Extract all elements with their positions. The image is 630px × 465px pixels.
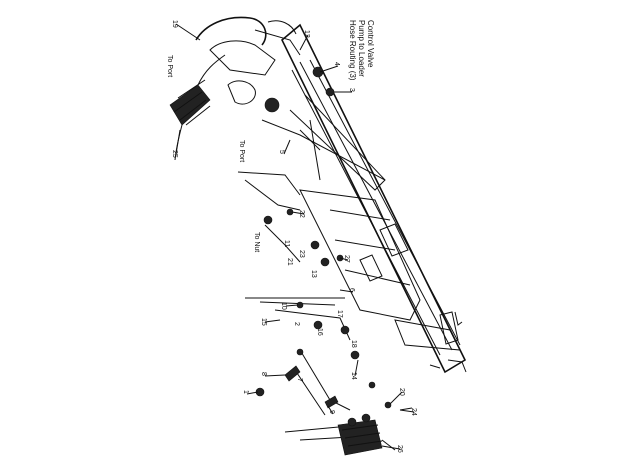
fitting-icon: [324, 395, 339, 409]
leader-lines: [175, 23, 415, 450]
fitting-icon: [320, 257, 330, 267]
callout-18: 18: [350, 340, 357, 348]
right-details: [399, 311, 467, 411]
fitting-icon: [310, 240, 320, 250]
callout-7: 7: [296, 378, 303, 382]
fitting-icon: [313, 320, 323, 330]
fitting-icon: [263, 215, 273, 225]
caption: Hose Routing (3) Pump to Loader Control …: [348, 20, 375, 81]
pump-cylinder: [169, 54, 226, 161]
callout-13: 13: [310, 270, 317, 278]
callout-5: 5: [278, 150, 285, 154]
pump-assembly: [195, 16, 335, 113]
fitting-icon: [312, 66, 324, 78]
callout-27: 27: [343, 255, 350, 263]
callout-17: 17: [336, 310, 343, 318]
callout-11: 11: [283, 240, 290, 247]
caption-line-3: Control Valve: [366, 20, 375, 68]
callout-6: 6: [348, 288, 355, 292]
callout-21: 21: [286, 258, 293, 266]
fitting-icon: [264, 97, 280, 113]
fitting-icon: [347, 417, 357, 427]
callout-25: 25: [171, 150, 178, 158]
control-valve: [337, 413, 396, 456]
callout-2: 2: [293, 322, 300, 326]
callout-16: 16: [316, 328, 323, 336]
fitting-icon: [296, 348, 304, 356]
fitting-icon: [340, 325, 350, 335]
fitting-icon: [284, 365, 301, 382]
fitting-icon: [368, 381, 376, 389]
callout-1: 1: [242, 390, 249, 394]
label-port-lower: To Port: [238, 140, 245, 162]
fitting-icon: [384, 401, 392, 409]
fitting-icon: [350, 350, 360, 360]
callout-10: 10: [280, 302, 287, 310]
caption-line-2: Pump to Loader: [357, 20, 366, 77]
fitting-icon: [325, 87, 335, 97]
loader-frame: [281, 23, 467, 374]
callouts: To Port To Port To Nut 19 25 12 4 3 5 2 2…: [166, 20, 417, 453]
label-port: To Port: [166, 55, 173, 77]
callout-3: 3: [348, 88, 355, 92]
callout-15: 15: [260, 318, 267, 326]
callout-23: 23: [298, 250, 305, 258]
callout-12: 12: [303, 30, 310, 38]
callout-4: 4: [333, 62, 340, 66]
fittings: [255, 208, 392, 409]
callout-8: 8: [260, 372, 267, 376]
label-nut: To Nut: [253, 232, 260, 252]
callout-14: 14: [350, 372, 357, 380]
callout-19: 19: [171, 20, 178, 28]
fitting-icon: [361, 413, 371, 423]
caption-line-1: Hose Routing (3): [348, 20, 357, 81]
